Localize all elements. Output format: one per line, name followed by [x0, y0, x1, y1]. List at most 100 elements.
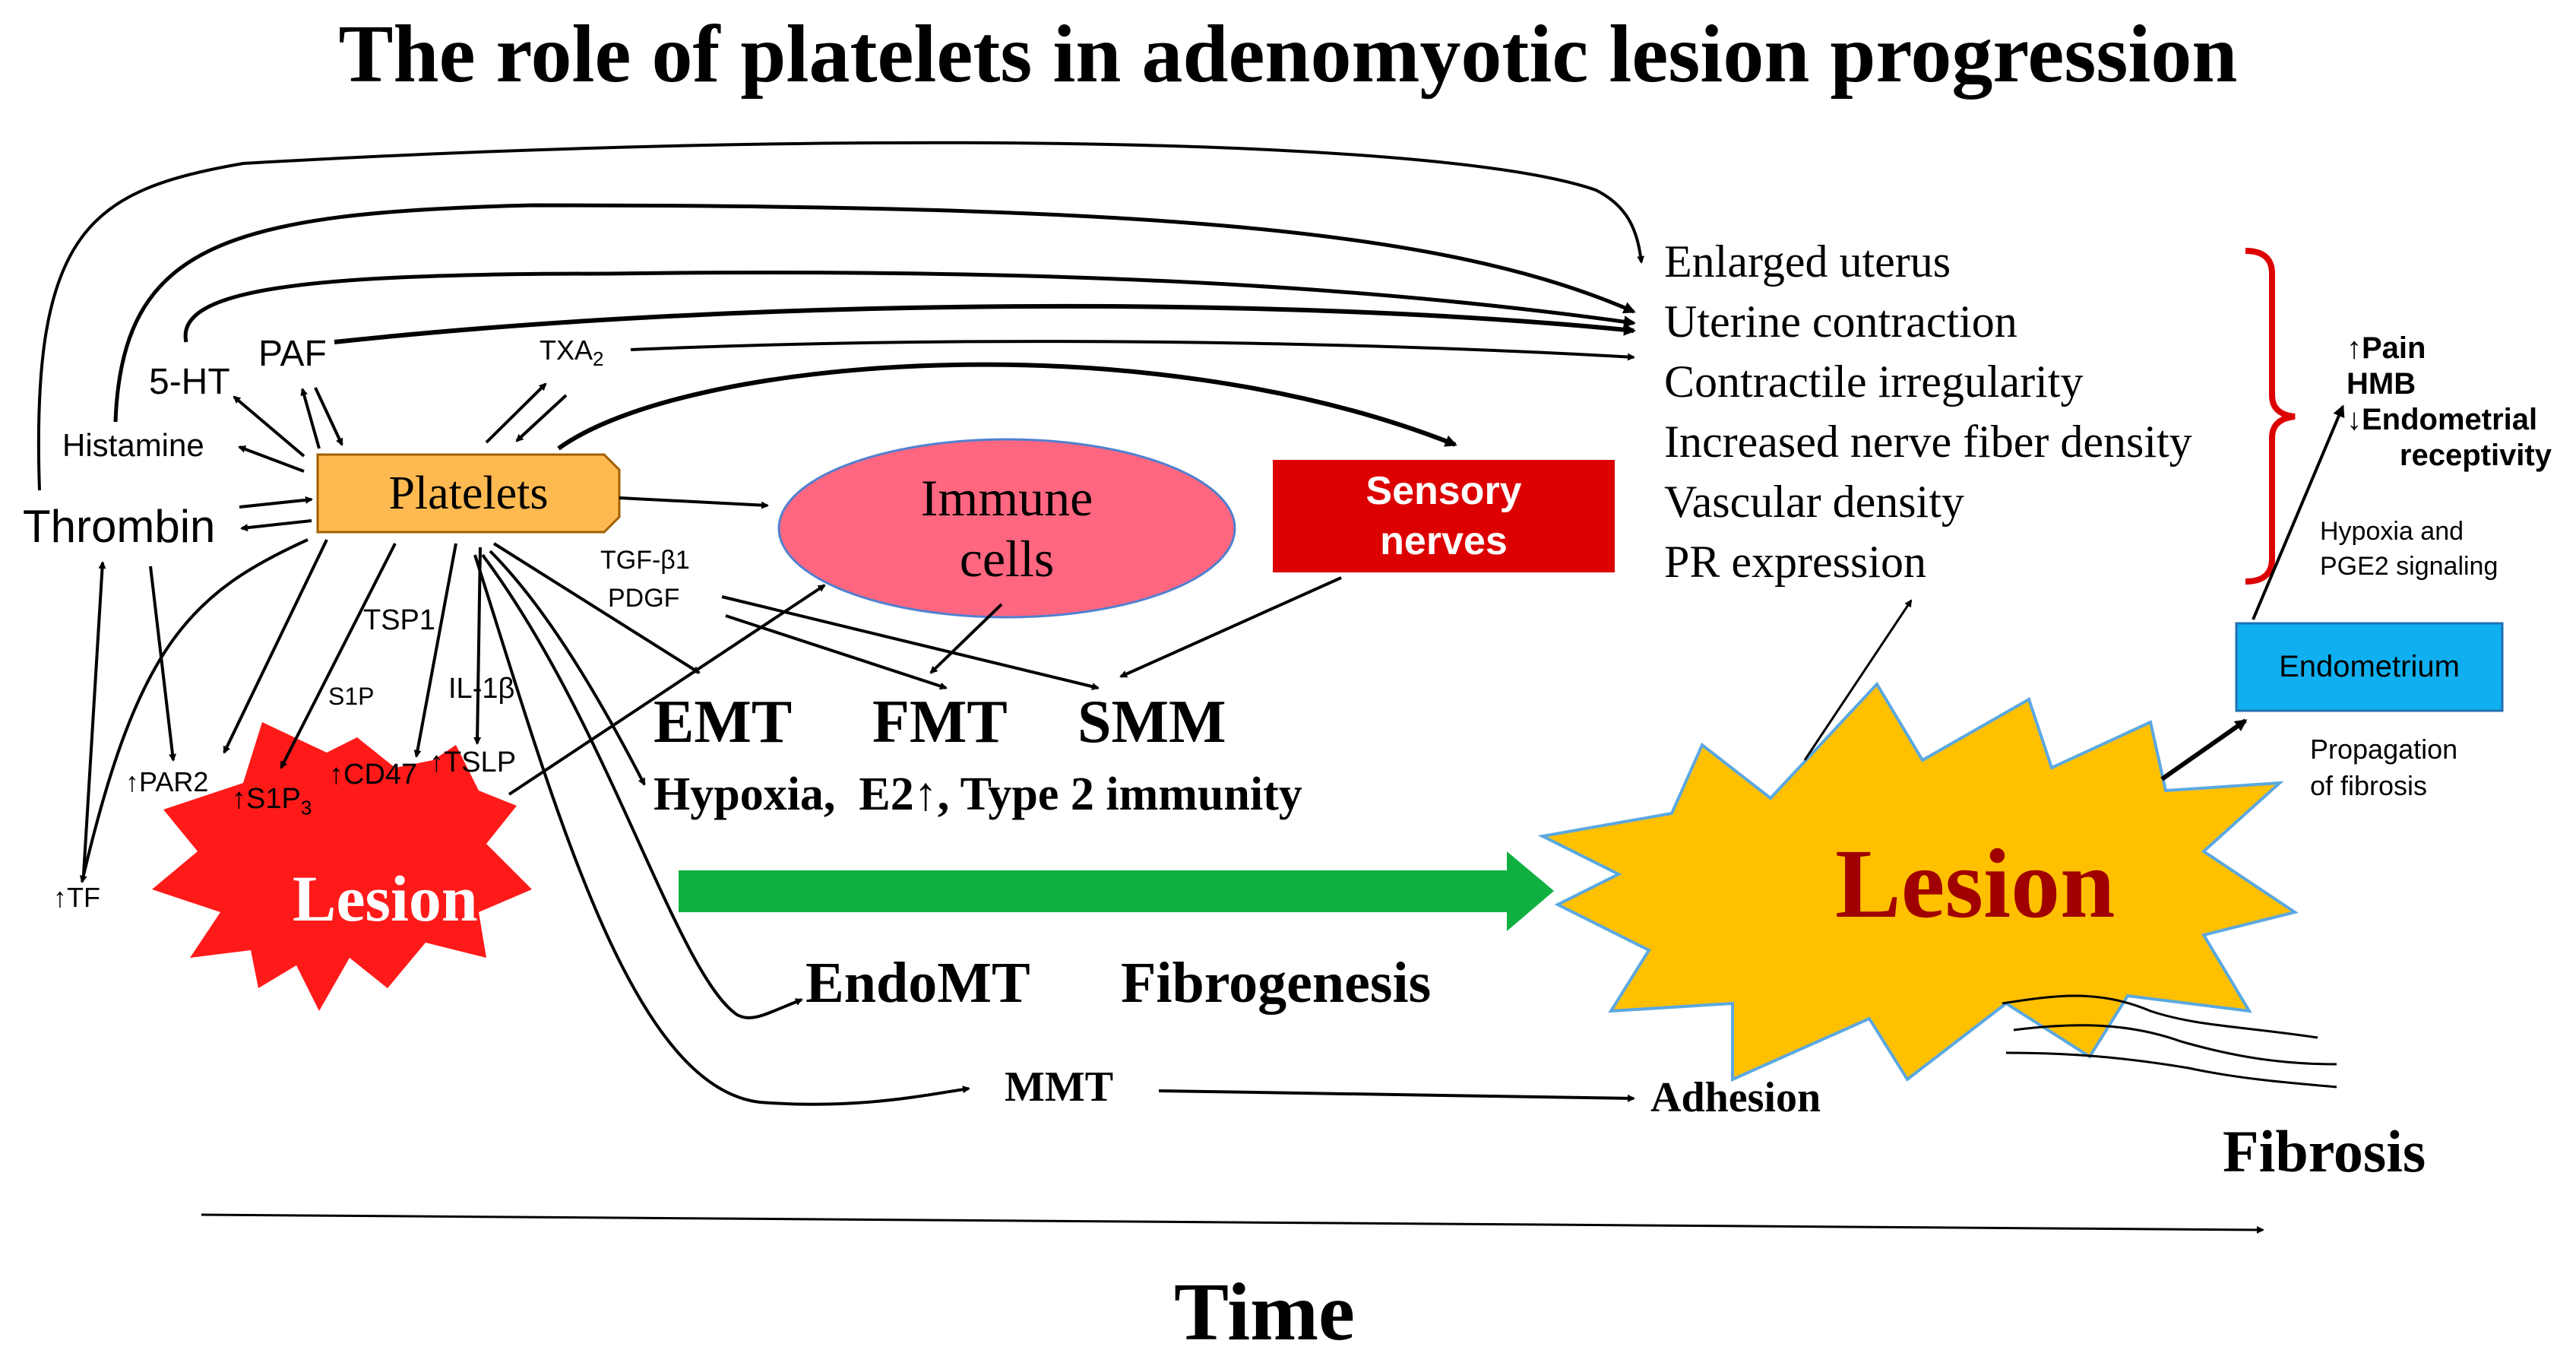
arrow-tf-thrombin	[82, 561, 106, 875]
outcome-item: Increased nerve fiber density	[1664, 417, 2192, 467]
symptom-receptivity-line2: receptivity	[2399, 439, 2552, 472]
fibrogenesis-label: Fibrogenesis	[1121, 951, 1432, 1015]
arrow-platelets-immune	[619, 496, 769, 509]
progression-arrow	[679, 851, 1554, 931]
symptom-receptivity-line1: ↓Endometrial	[2347, 403, 2538, 436]
fibrosis-line-1	[2002, 994, 2318, 1039]
mmt-label: MMT	[1005, 1063, 1114, 1111]
immune-cells-line2: cells	[959, 530, 1055, 588]
arrow-tgf-smm	[721, 595, 1100, 690]
fmt-label: FMT	[872, 689, 1008, 756]
emt-label: EMT	[653, 689, 793, 756]
par2-label: ↑PAR2	[125, 766, 209, 797]
arrow-platelets-paf	[300, 388, 321, 449]
pdgf-label: PDGF	[608, 584, 680, 613]
platelets-box	[316, 453, 621, 534]
sensory-nerves-box	[1273, 460, 1615, 572]
arrow-thrombin-platelets	[239, 496, 313, 509]
platelets-label: Platelets	[388, 467, 549, 519]
immune-cells-label: Immune cells	[779, 448, 1235, 608]
arrow-platelets-endomt	[481, 553, 803, 1019]
sensory-nerves-label: Sensory nerves	[1273, 460, 1615, 572]
propagation-line2: of fibrosis	[2310, 770, 2428, 801]
figure-title: The role of platelets in adenomyotic les…	[338, 9, 2238, 100]
lesion-small-label: Lesion	[293, 862, 478, 935]
immune-cells-ellipse	[777, 438, 1236, 619]
paf-label: PAF	[258, 334, 327, 374]
arrow-paf-platelets	[314, 387, 343, 446]
arrow-platelets-s1p3	[280, 543, 397, 769]
arrow-5ht-contraction	[183, 270, 1636, 343]
arrow-platelets-histamine	[238, 445, 305, 473]
outcome-item: Uterine contraction	[1664, 296, 2017, 347]
arrow-paf-contraction	[334, 303, 1636, 344]
outcome-item: Contractile irregularity	[1664, 357, 2084, 407]
arrow-thrombin-uterus	[36, 141, 1645, 491]
arrow-immune-fmt	[929, 603, 1003, 674]
endometrium-box	[2235, 622, 2504, 712]
txa2-base: TXA	[540, 334, 593, 366]
s1p3-base: ↑S1P	[232, 783, 301, 815]
cd47-label: ↑CD47	[329, 759, 418, 791]
outcomes-bracket	[2245, 248, 2296, 585]
il1b-label: IL-1β	[448, 673, 515, 705]
smm-label: SMM	[1078, 689, 1226, 756]
hypoxia-pge2-label: Hypoxia and PGE2 signaling	[2320, 514, 2498, 584]
5ht-label: 5-HT	[149, 362, 230, 402]
arrow-lesion-immune	[508, 584, 826, 796]
propagation-line1: Propagation	[2310, 734, 2458, 765]
arrow-platelets-emt	[492, 542, 701, 674]
txa2-label: TXA2	[540, 334, 603, 371]
thrombin-label: Thrombin	[23, 501, 216, 552]
lesion-large-shape	[1537, 681, 2299, 1082]
fibrosis-label: Fibrosis	[2223, 1118, 2426, 1184]
tsp1-label: TSP1	[363, 604, 436, 636]
arrow-platelets-txa2	[485, 382, 547, 444]
lesion-large-label: Lesion	[1835, 829, 2116, 939]
arrow-platelets-mmt	[473, 554, 970, 1106]
tgfb1-label: TGF-β1	[600, 546, 690, 575]
lesion-small-shape	[152, 722, 532, 1011]
endometrium-label: Endometrium	[2279, 650, 2460, 683]
arrow-histamine-contraction	[113, 203, 1636, 423]
arrow-txa2-contraction	[630, 340, 1635, 361]
txa2-subscript: 2	[593, 347, 604, 371]
s1p3-subscript: 3	[300, 796, 312, 819]
s1p-label: S1P	[328, 683, 375, 710]
immune-cells-line1: Immune	[920, 469, 1093, 527]
endomt-label: EndoMT	[805, 951, 1030, 1015]
sensory-nerves-line1: Sensory	[1366, 469, 1522, 513]
arrow-mmt-adhesion	[1158, 1089, 1635, 1102]
fibrosis-line-2	[2013, 1024, 2337, 1066]
arrow-txa2-platelets	[515, 394, 568, 442]
outcome-item: Enlarged uterus	[1664, 236, 1951, 287]
arrow-platelets-sensory	[557, 362, 1457, 451]
outcome-item: Vascular density	[1664, 477, 1964, 527]
arrow-platelets-par2	[223, 539, 328, 754]
sensory-nerves-line2: nerves	[1380, 519, 1508, 563]
propagation-label: Propagation of fibrosis	[2310, 731, 2457, 804]
arrow-platelets-thrombin	[240, 519, 312, 532]
hypoxia-e2-immunity-label: Hypoxia, E2↑, Type 2 immunity	[653, 769, 1302, 820]
symptoms-list: ↑Pain HMB ↓Endometrial receptivity	[2347, 331, 2552, 474]
arrow-platelets-tslp	[473, 547, 482, 745]
arrow-platelets-5ht	[233, 395, 305, 458]
s1p3-label: ↑S1P3	[232, 783, 312, 820]
arrow-platelets-tf	[79, 538, 309, 883]
arrow-endometrium-pain	[2252, 404, 2345, 620]
tf-label: ↑TF	[53, 882, 100, 913]
arrow-platelets-cd47	[413, 543, 457, 758]
arrow-platelets-hypoxia	[489, 550, 646, 786]
symptom-pain: ↑Pain	[2347, 331, 2426, 365]
symptom-hmb: HMB	[2347, 367, 2416, 401]
histamine-label: Histamine	[62, 427, 204, 463]
tslp-label: ↑TSLP	[429, 746, 517, 778]
arrow-lesion-endometrium	[2160, 718, 2248, 781]
outcome-item: PR expression	[1664, 537, 1926, 587]
fibrosis-line-3	[2005, 1051, 2337, 1089]
arrow-lesion-pr	[1803, 599, 1913, 761]
hypoxia-pge2-line1: Hypoxia and	[2320, 517, 2464, 546]
time-label: Time	[1174, 1267, 1355, 1358]
hypoxia-pge2-line2: PGE2 signaling	[2320, 552, 2498, 581]
